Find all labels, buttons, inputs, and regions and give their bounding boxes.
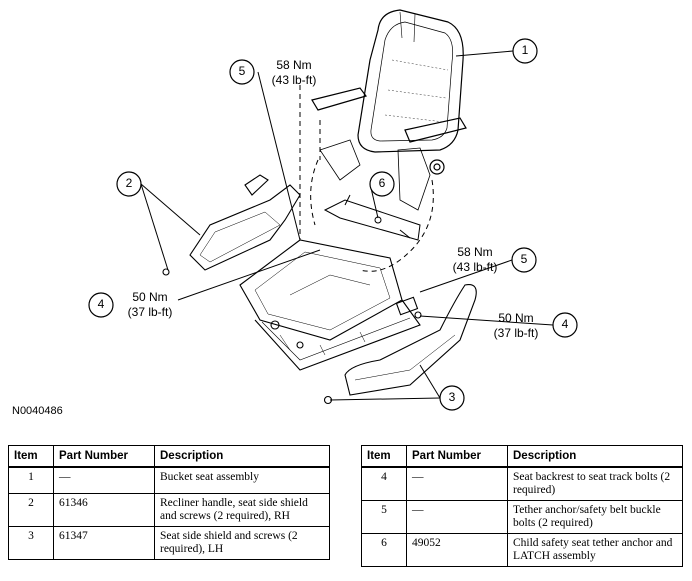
col-header-description: Description — [507, 445, 683, 468]
rh-side-shield-drawing — [162, 174, 301, 276]
callout-number-4a: 4 — [97, 297, 105, 311]
table-row: 6 49052 Child safety seat tether anchor … — [361, 533, 683, 567]
table-row: 3 61347 Seat side shield and screws (2 r… — [8, 525, 330, 560]
torque-label-4a: 50 Nm (37 lb-ft) — [118, 290, 182, 320]
cell-description: Seat side shield and screws (2 required)… — [154, 525, 330, 560]
callout-number-3: 3 — [448, 390, 456, 404]
torque-nm: 58 Nm — [276, 58, 312, 72]
cell-description: Tether anchor/safety belt buckle bolts (… — [507, 500, 683, 534]
callout-number-5b: 5 — [520, 252, 528, 266]
torque-nm: 50 Nm — [498, 311, 534, 325]
table-header-row: Item Part Number Description — [8, 445, 330, 468]
assembly-guide-lines — [299, 85, 434, 272]
table-header-row: Item Part Number Description — [361, 445, 683, 468]
callout-circle-5b — [511, 247, 537, 273]
table-row: 2 61346 Recliner handle, seat side shiel… — [8, 492, 330, 527]
cell-item: 6 — [361, 533, 407, 567]
table-row: 4 — Seat backrest to seat track bolts (2… — [361, 466, 683, 501]
callout-number-1: 1 — [521, 43, 529, 57]
cell-description: Seat backrest to seat track bolts (2 req… — [507, 466, 683, 501]
callout-circle-3 — [439, 385, 465, 411]
leader-lines — [140, 50, 554, 401]
callout-circle-5a — [229, 59, 255, 85]
callout-circles — [88, 38, 578, 411]
figure-id: N0040486 — [12, 405, 63, 417]
callout-number-6: 6 — [378, 176, 386, 190]
col-header-item: Item — [8, 445, 54, 468]
callout-number-2: 2 — [125, 176, 133, 190]
callout-circle-2 — [116, 171, 142, 197]
seat-backrest-drawing — [311, 9, 467, 211]
torque-lbft: (37 lb-ft) — [127, 305, 173, 319]
torque-lbft: (37 lb-ft) — [493, 326, 539, 340]
col-header-description: Description — [154, 445, 330, 468]
table-row: 5 — Tether anchor/safety belt buckle bol… — [361, 500, 683, 534]
cell-part-number: — — [406, 500, 508, 534]
cell-item: 4 — [361, 466, 407, 501]
cell-part-number: — — [406, 466, 508, 501]
cell-item: 1 — [8, 466, 54, 494]
callout-circle-4a — [88, 292, 114, 318]
cell-item: 5 — [361, 500, 407, 534]
cell-description: Recliner handle, seat side shield and sc… — [154, 492, 330, 527]
col-header-part-number: Part Number — [53, 445, 155, 468]
cell-part-number: 61346 — [53, 492, 155, 527]
torque-label-5a: 58 Nm (43 lb-ft) — [262, 58, 326, 88]
cell-part-number: 49052 — [406, 533, 508, 567]
torque-nm: 58 Nm — [457, 245, 493, 259]
torque-label-5b: 58 Nm (43 lb-ft) — [443, 245, 507, 275]
torque-lbft: (43 lb-ft) — [452, 260, 498, 274]
parts-table-left: Item Part Number Description 1 — Bucket … — [8, 445, 330, 560]
parts-table-right: Item Part Number Description 4 — Seat ba… — [361, 445, 683, 567]
cell-item: 3 — [8, 525, 54, 560]
cell-description: Child safety seat tether anchor and LATC… — [507, 533, 683, 567]
callout-circle-4b — [552, 312, 578, 338]
seat-exploded-diagram — [88, 9, 578, 411]
col-header-part-number: Part Number — [406, 445, 508, 468]
torque-label-4b: 50 Nm (37 lb-ft) — [484, 311, 548, 341]
callout-number-4b: 4 — [561, 317, 569, 331]
cell-item: 2 — [8, 492, 54, 527]
col-header-item: Item — [361, 445, 407, 468]
lh-side-shield-drawing — [323, 284, 477, 405]
callout-circle-6 — [369, 171, 395, 197]
cell-part-number: 61347 — [53, 525, 155, 560]
table-row: 1 — Bucket seat assembly — [8, 466, 330, 494]
callout-number-5a: 5 — [238, 64, 246, 78]
torque-nm: 50 Nm — [132, 290, 168, 304]
cell-description: Bucket seat assembly — [154, 466, 330, 494]
torque-lbft: (43 lb-ft) — [271, 73, 317, 87]
callout-circle-1 — [512, 38, 538, 64]
seat-cushion-drawing — [239, 239, 421, 371]
cell-part-number: — — [53, 466, 155, 494]
tether-anchor-drawing — [323, 194, 421, 241]
